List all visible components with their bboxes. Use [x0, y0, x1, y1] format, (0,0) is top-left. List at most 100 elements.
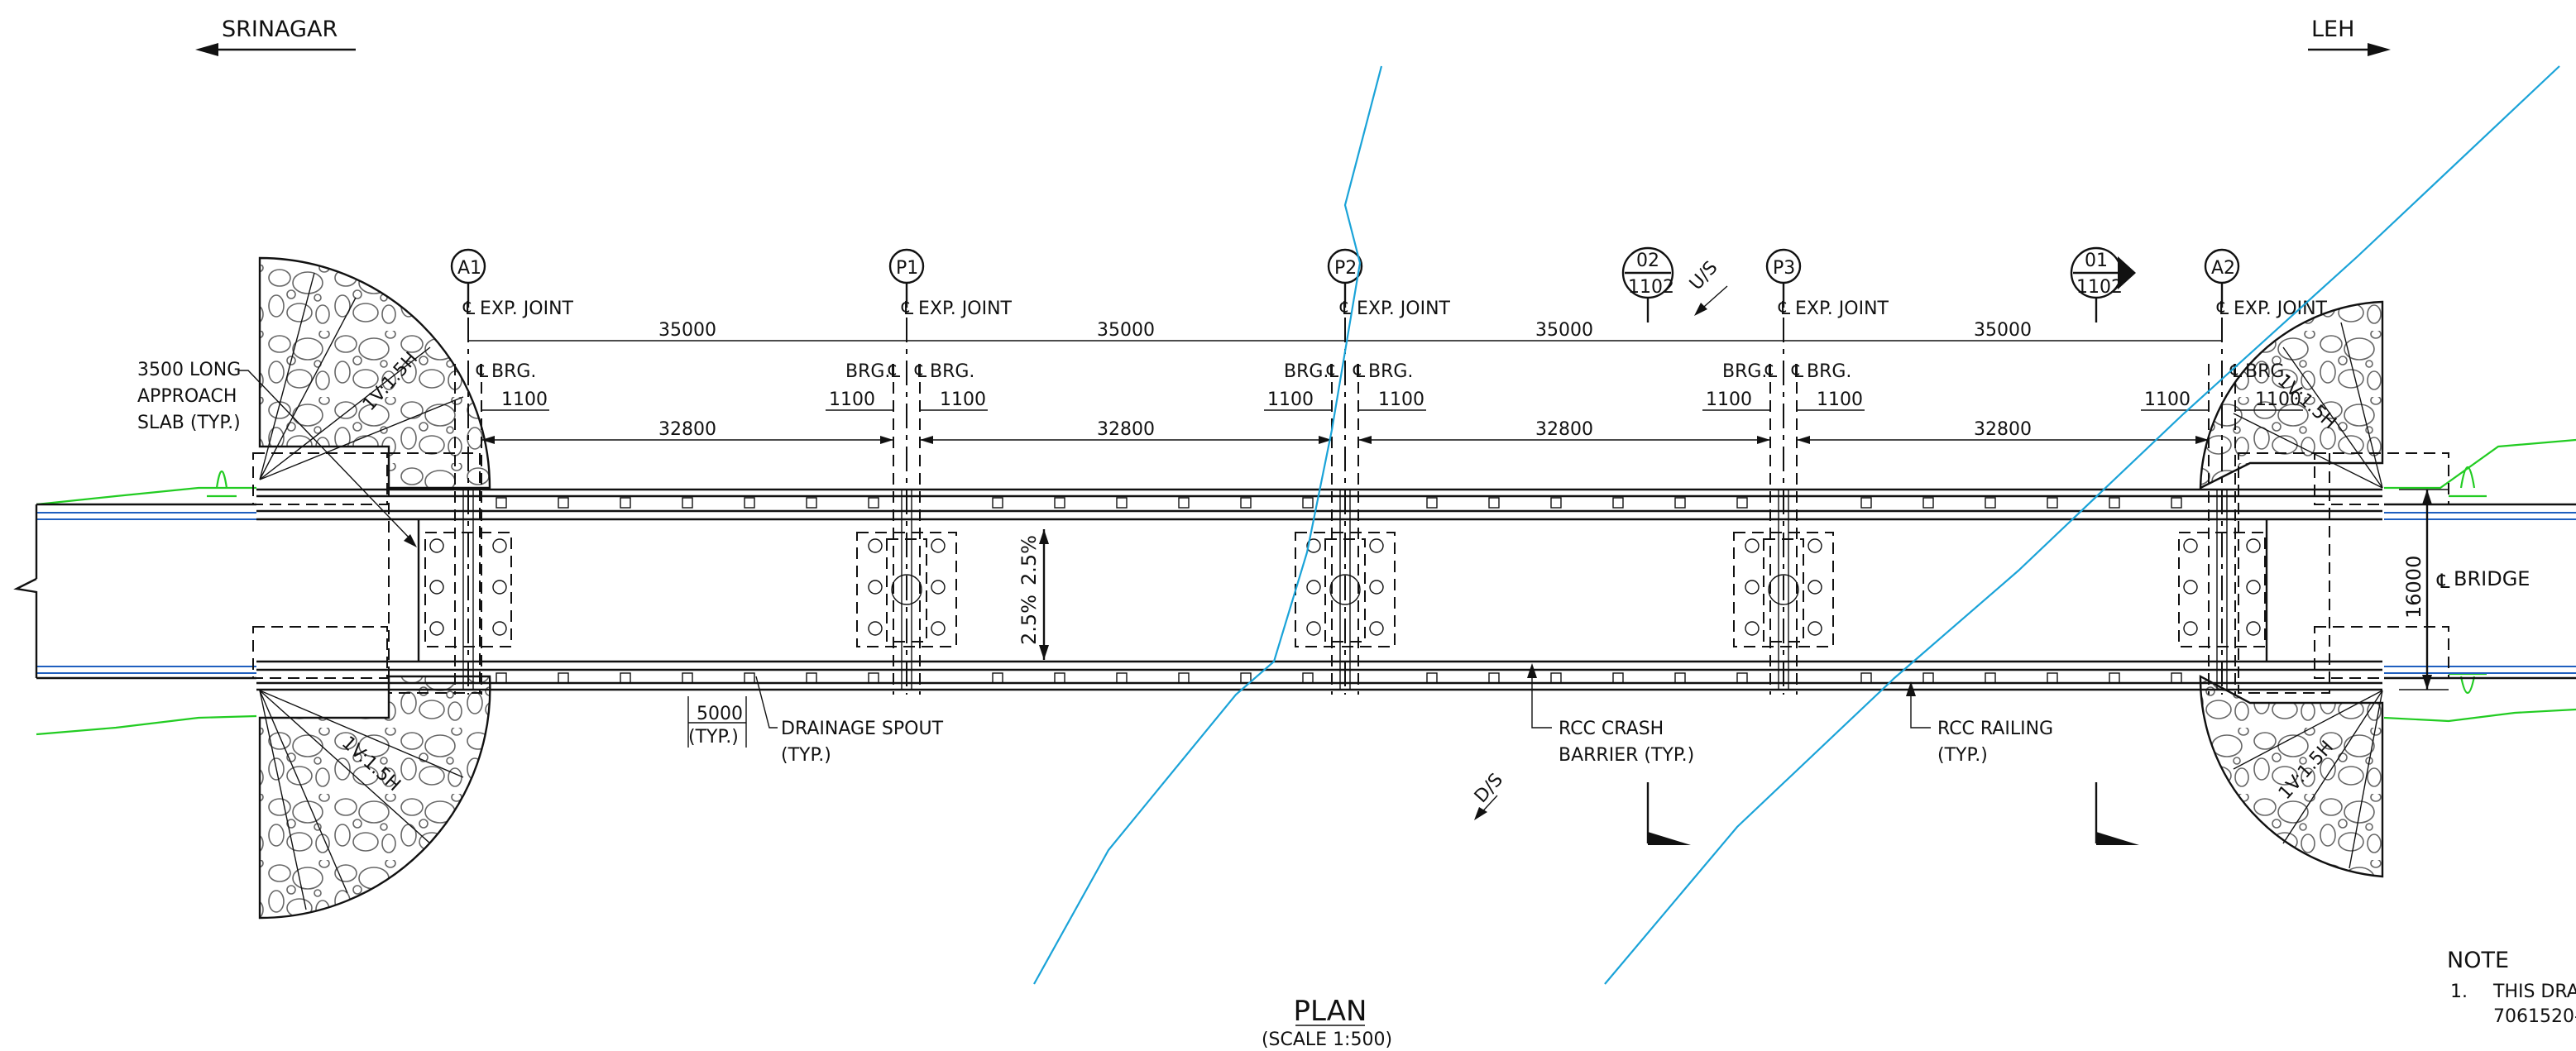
pile: [2246, 580, 2261, 595]
drainage-spout: [682, 672, 693, 684]
span-overall-value: 35000: [658, 320, 716, 341]
railing-post: [1922, 497, 1934, 509]
bearing-label-right: BRG.: [1368, 361, 1413, 382]
deck: [252, 452, 2449, 694]
approach-road-edges: [13, 503, 2576, 680]
dim-arrow: [880, 436, 893, 444]
support-id: A1: [457, 258, 481, 279]
pile: [1306, 621, 1321, 636]
drainage-spout: [1054, 672, 1065, 684]
railing-line2: (TYP.): [1937, 745, 1988, 766]
approach-slab-line2: APPROACH: [137, 386, 237, 407]
cl-symbol: ℄: [901, 299, 914, 319]
bearing-offset-left: 1100: [1267, 389, 1314, 410]
bearing-offset-left: 1100: [2144, 389, 2191, 410]
expansion-joint-label: EXP. JOINT: [1357, 299, 1451, 319]
river-lines: [1033, 65, 2560, 985]
drainage-spout: [2047, 672, 2058, 684]
railing-post: [1116, 497, 1128, 509]
span-overall-value: 35000: [1097, 320, 1155, 341]
railing-post: [1488, 497, 1500, 509]
direction-leh: LEH: [2308, 17, 2391, 56]
slope-lower: 2.5%: [1017, 595, 1041, 645]
bearing-offset-right: 1100: [2255, 389, 2301, 410]
bearing-label-left: BRG.: [1722, 361, 1767, 382]
crossfall-arrows: 2.5% 2.5%: [1017, 529, 1049, 660]
railing-post: [1860, 497, 1872, 509]
drainage-spout: [992, 672, 1003, 684]
railing-post: [496, 497, 507, 509]
pile: [1369, 580, 1384, 595]
pier-shaft: [1324, 538, 1366, 643]
pier-footing: [856, 532, 957, 647]
drainage-spout: [496, 672, 507, 684]
ground-lines: [36, 438, 2576, 736]
expansion-joint-label: EXP. JOINT: [2234, 299, 2328, 319]
cone-srinagar: [258, 256, 491, 920]
drainage-spout: [1426, 672, 1438, 684]
pile: [868, 580, 883, 595]
cone-leh: [2199, 300, 2384, 878]
direction-left-label: SRINAGAR: [222, 17, 338, 42]
callout-crash-barrier: RCC CRASH BARRIER (TYP.): [1527, 663, 1694, 766]
bearing-offset-left: 1100: [829, 389, 875, 410]
dim-arrow: [1797, 436, 1810, 444]
dim-arrow: [1358, 436, 1372, 444]
road-edges: [36, 512, 2576, 674]
support-id: P2: [1334, 258, 1357, 279]
pile: [429, 538, 444, 553]
abutment-footing: [424, 532, 512, 647]
pile: [492, 621, 507, 636]
approach-slab-line1: 3500 LONG: [137, 360, 241, 380]
pile: [1369, 538, 1384, 553]
bearing-span-value: 32800: [1535, 419, 1593, 440]
dim-arrow: [2195, 436, 2209, 444]
pier-column: [891, 574, 922, 605]
drainage-spout: [620, 672, 631, 684]
slope-upper: 2.5%: [1017, 535, 1041, 585]
drainage-spout: [1240, 672, 1252, 684]
expansion-joint-label: EXP. JOINT: [918, 299, 1013, 319]
note-item-number: 1.: [2450, 982, 2468, 1002]
pier-footing: [1733, 532, 1834, 647]
cl-symbol: ℄: [2229, 361, 2243, 382]
cl-symbol: ℄: [914, 361, 927, 382]
dim-arrow: [920, 436, 933, 444]
pile: [1808, 580, 1822, 595]
callout-spout-spacing: 5000 (TYP.): [687, 696, 747, 748]
expansion-joint-label: EXP. JOINT: [1795, 299, 1889, 319]
pile: [2246, 538, 2261, 553]
pile: [429, 580, 444, 595]
deck-width-dimension: 16000 ℄ BRIDGE: [2399, 489, 2530, 690]
pile: [1745, 538, 1760, 553]
pile: [1306, 538, 1321, 553]
pile: [492, 580, 507, 595]
section-02-sheet: 1102: [1628, 277, 1674, 298]
railing-post: [1426, 497, 1438, 509]
bearing-offset-right: 1100: [1378, 389, 1424, 410]
pile: [931, 621, 946, 636]
drainage-spout: [1302, 672, 1314, 684]
bearing-span-value: 32800: [1974, 419, 2032, 440]
drainage-spout: [1178, 672, 1190, 684]
drainage-spout: [1116, 672, 1128, 684]
railing-post: [682, 497, 693, 509]
bearing-offset-right: 1100: [501, 389, 548, 410]
railing-post: [1240, 497, 1252, 509]
drainage-spout-line1: DRAINAGE SPOUT: [781, 719, 944, 739]
spout-spacing-note: (TYP.): [688, 727, 739, 748]
spout-spacing-value: 5000: [697, 704, 743, 724]
drainage-spout: [744, 672, 755, 684]
section-01-num: 01: [2085, 251, 2108, 271]
drawing-scale: (SCALE 1:500): [1262, 1030, 1392, 1050]
railing-marks: [496, 497, 2182, 684]
approach-slab-line3: SLAB (TYP.): [137, 413, 241, 433]
railing-post: [620, 497, 631, 509]
railing-post: [1178, 497, 1190, 509]
span-overall-value: 35000: [1535, 320, 1593, 341]
railing-post: [992, 497, 1003, 509]
